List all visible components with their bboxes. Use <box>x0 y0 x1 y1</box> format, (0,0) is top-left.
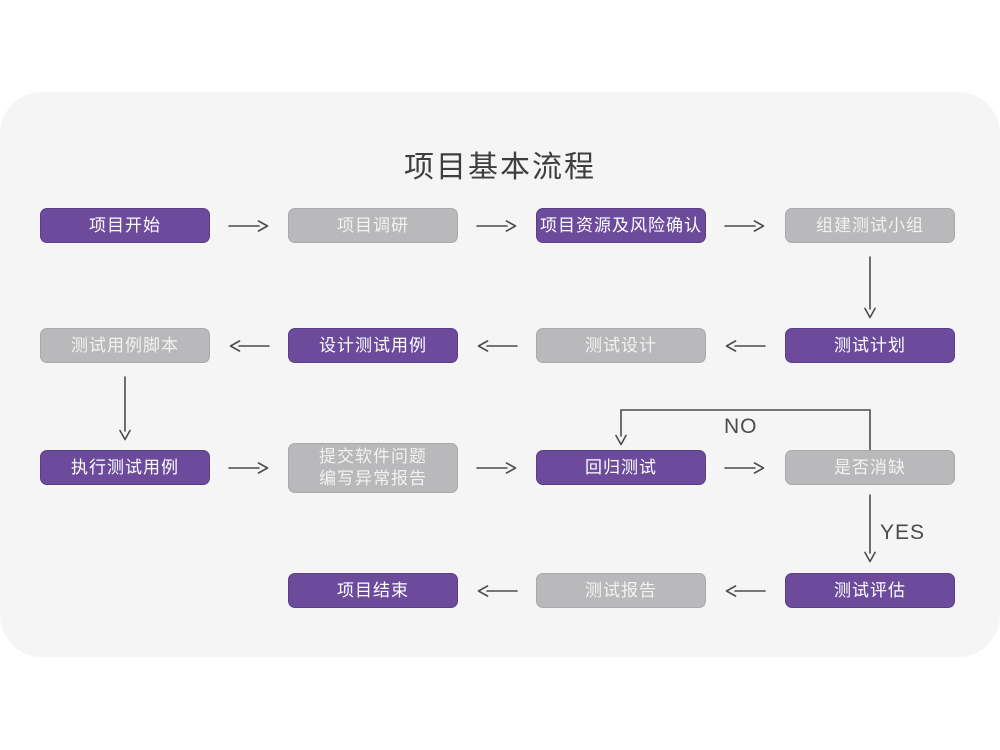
page-title: 项目基本流程 <box>404 151 596 184</box>
node-resources-risk: 项目资源及风险确认 <box>536 208 706 243</box>
node-test-plan: 测试计划 <box>785 328 955 363</box>
node-test-report: 测试报告 <box>536 573 706 608</box>
edge-label-no: NO <box>724 415 758 438</box>
node-submit-issue-report: 提交软件问题 编写异常报告 <box>288 443 458 493</box>
node-execute-test-cases: 执行测试用例 <box>40 450 210 485</box>
node-project-end: 项目结束 <box>288 573 458 608</box>
node-test-design: 测试设计 <box>536 328 706 363</box>
node-test-case-script: 测试用例脚本 <box>40 328 210 363</box>
node-test-evaluation: 测试评估 <box>785 573 955 608</box>
node-defect-cleared: 是否消缺 <box>785 450 955 485</box>
node-design-test-cases: 设计测试用例 <box>288 328 458 363</box>
node-project-research: 项目调研 <box>288 208 458 243</box>
flowchart-card <box>0 92 1000 657</box>
node-regression-test: 回归测试 <box>536 450 706 485</box>
node-project-start: 项目开始 <box>40 208 210 243</box>
edge-label-yes: YES <box>880 521 926 544</box>
node-build-test-team: 组建测试小组 <box>785 208 955 243</box>
